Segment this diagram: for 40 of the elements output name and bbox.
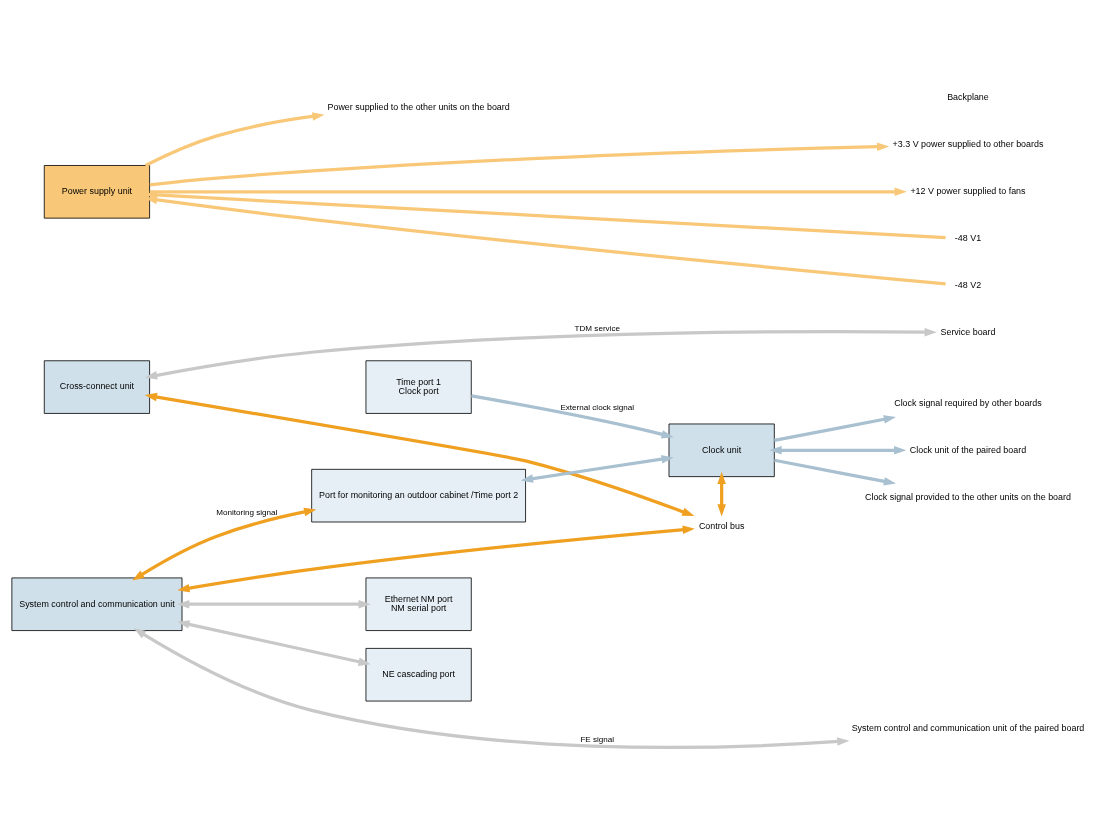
node-box: Power supply unit (43, 165, 150, 219)
arrow (132, 507, 317, 581)
node-text: +12 V power supplied to fans (910, 186, 1026, 197)
node-text: Clock signal provided to the other units on the board (864, 491, 1071, 502)
arrow (144, 392, 695, 517)
arrow (177, 599, 371, 609)
node-text: Power supplied to the other units on the board (327, 101, 510, 112)
arrow (149, 187, 907, 197)
arrow (144, 112, 325, 167)
arrow (133, 628, 850, 749)
node-box: Cross-connect unit (43, 360, 150, 414)
node-text: -48 V2 (954, 280, 982, 291)
arrow (177, 525, 695, 593)
arrow (177, 620, 371, 666)
arrow (145, 327, 937, 380)
node-box: NE cascading port (365, 648, 472, 702)
arrow (471, 394, 674, 439)
node-text: Control bus (698, 520, 745, 531)
node-box: Clock unit (668, 423, 775, 478)
arrow (774, 415, 896, 442)
label: Backplane (947, 92, 989, 103)
edge-label: TDM service (574, 324, 620, 334)
arrow (520, 454, 674, 483)
arrow (769, 446, 907, 455)
arrow (717, 471, 726, 517)
arrow (774, 458, 896, 486)
edge-label: External clock signal (560, 402, 635, 412)
edge-label: FE signal (580, 734, 615, 744)
node-box: Port for monitoring an outdoor cabinet /Time port 2 (311, 468, 526, 523)
arrow (149, 142, 890, 187)
node-box: Ethernet NM port NM serial port (365, 577, 472, 631)
node-box: System control and communication unit (11, 577, 183, 631)
node-text: System control and communication unit of the paired board (851, 723, 1085, 734)
node-box: Time port 1 Clock port (365, 360, 472, 414)
node-text: Service board (940, 327, 996, 338)
node-text: Clock signal required by other boards (894, 397, 1042, 408)
node-text: Clock unit of the paired board (909, 444, 1027, 455)
edge-label: Monitoring signal (216, 508, 278, 518)
node-text: +3.3 V power supplied to other boards (892, 139, 1044, 150)
node-text: -48 V1 (954, 233, 982, 244)
